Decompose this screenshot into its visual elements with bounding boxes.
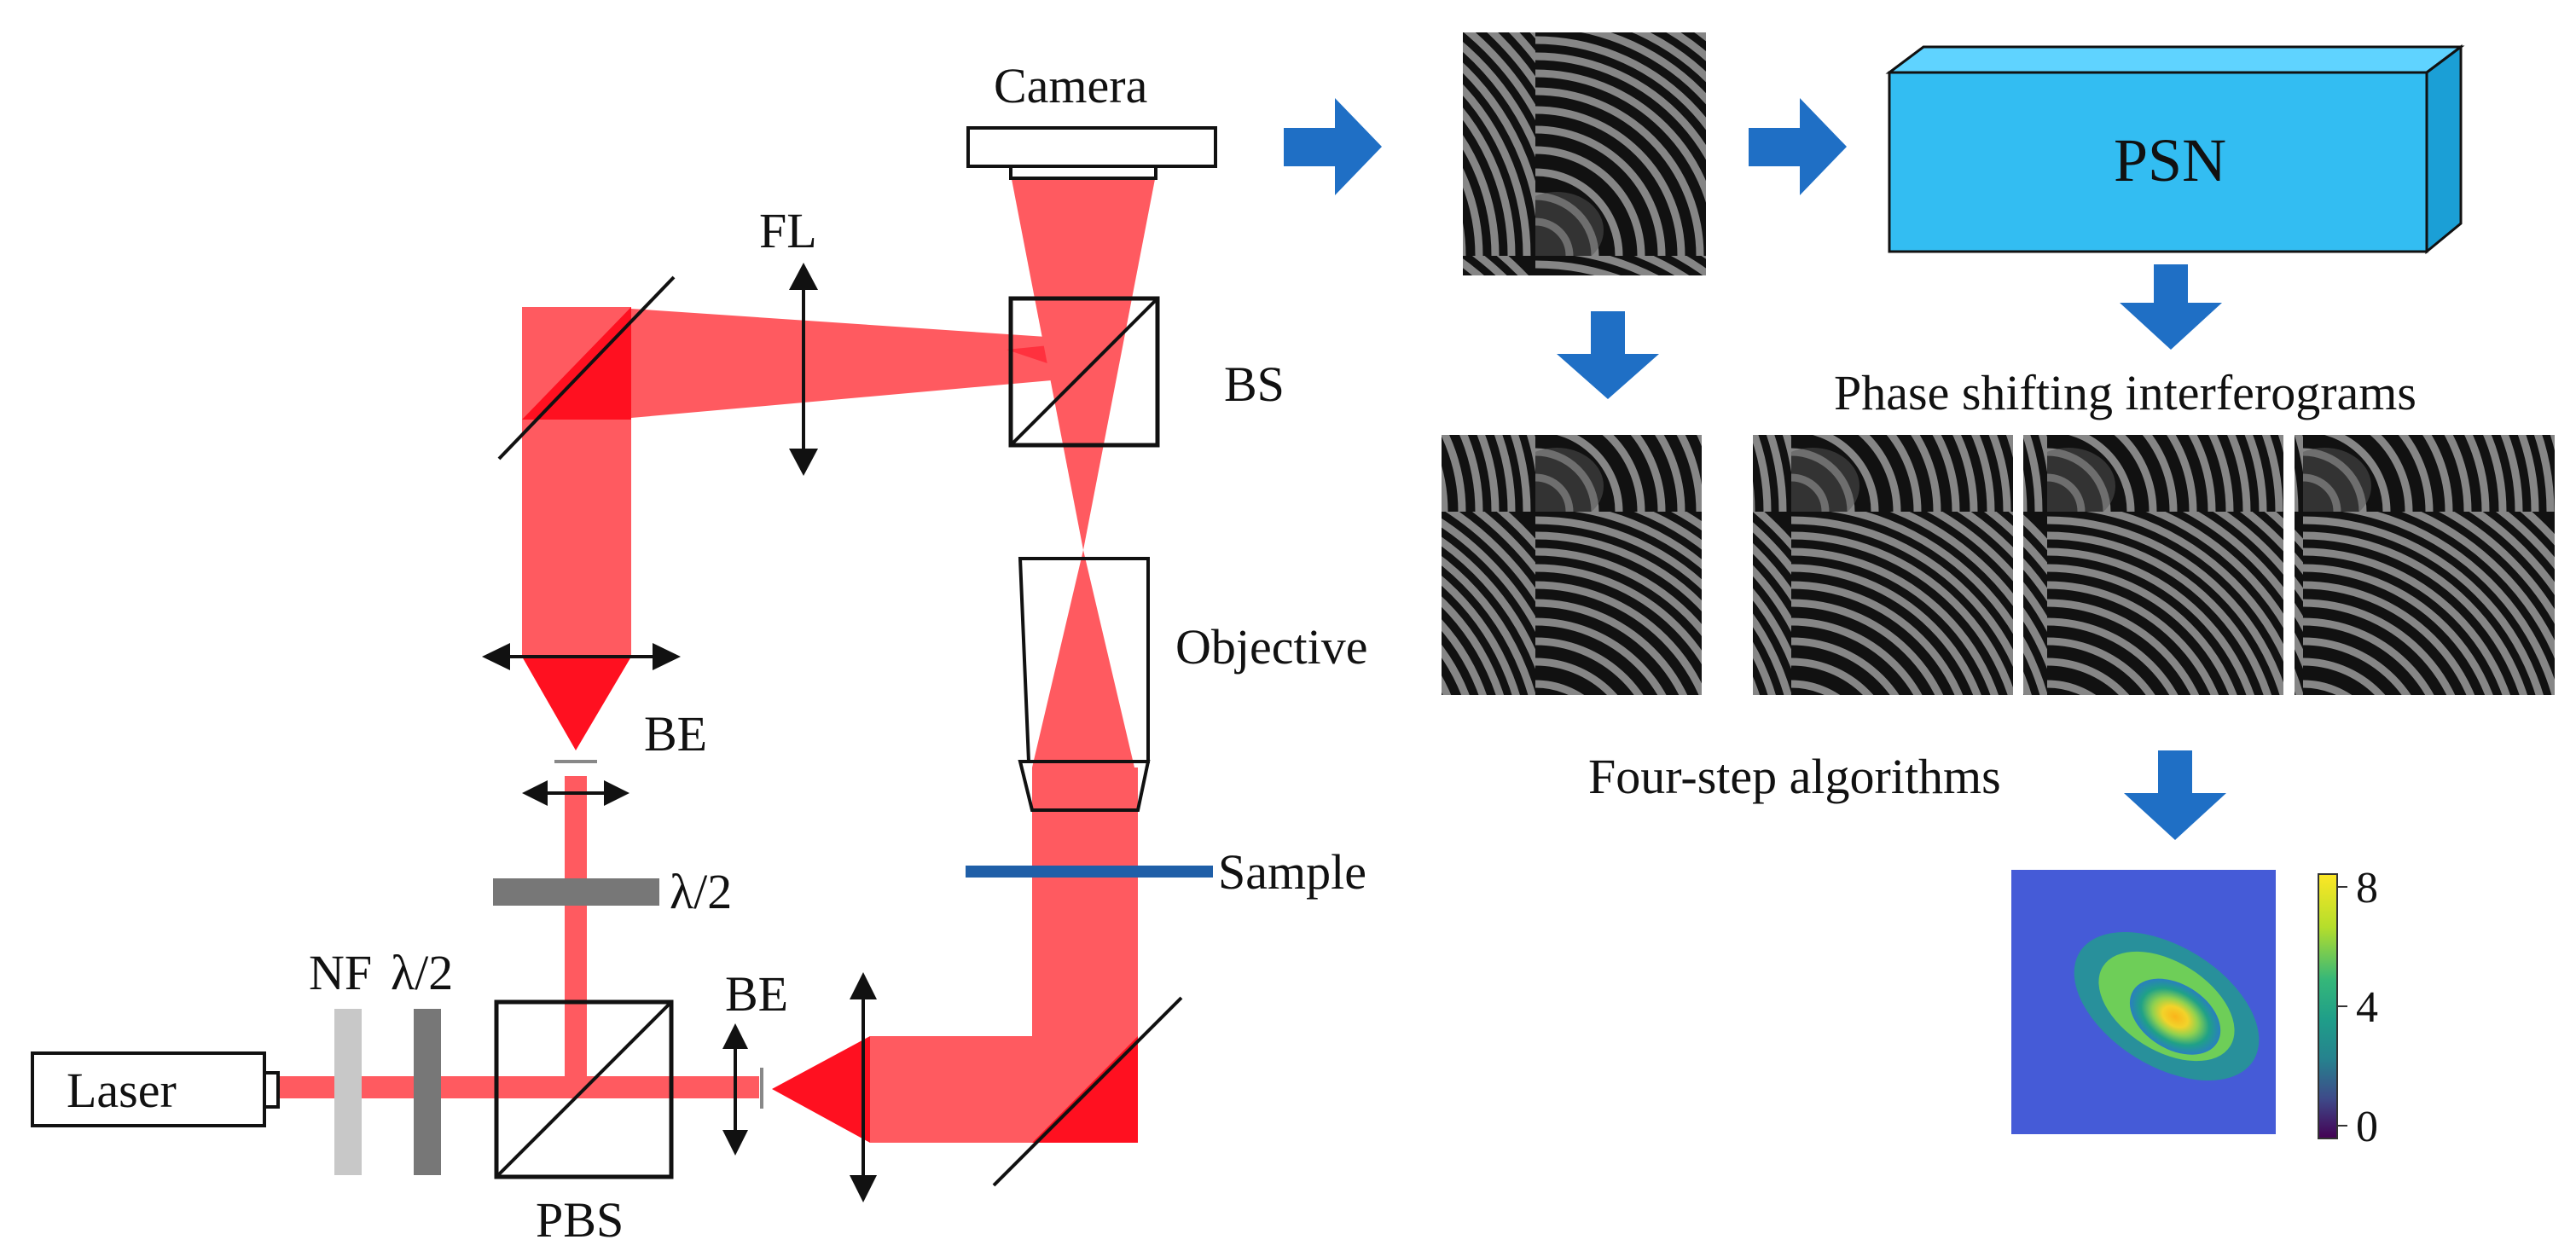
colorbar-tick-high: 8 bbox=[2356, 864, 2378, 912]
upper-be-arrow-2l bbox=[522, 780, 548, 806]
phase-shifting-caption: Phase shifting interferograms bbox=[1834, 365, 2416, 420]
phase-interferogram-1 bbox=[1753, 435, 2013, 695]
upper-half-wave-plate: λ/2 bbox=[493, 864, 732, 919]
psn-label: PSN bbox=[2114, 126, 2226, 194]
flow-arrow-fourstep-down bbox=[2124, 750, 2226, 840]
colorbar-tick-mid: 4 bbox=[2356, 983, 2378, 1032]
lower-half-wave-label: λ/2 bbox=[391, 945, 453, 1000]
objective-lens: Objective bbox=[1018, 557, 1367, 812]
down-arrow-icon bbox=[1557, 311, 1659, 399]
flow-arrow-camera-to-image bbox=[1284, 98, 1382, 195]
sample-label: Sample bbox=[1218, 844, 1366, 900]
lower-half-wave-plate-body bbox=[414, 1009, 441, 1175]
right-arrow-icon bbox=[1749, 98, 1847, 195]
upper-half-wave-plate-body bbox=[493, 878, 659, 906]
phase-map bbox=[2011, 870, 2276, 1134]
upper-be-arrow-1r bbox=[653, 643, 681, 670]
psn-front-face bbox=[1888, 71, 2428, 253]
polarizing-beam-splitter: PBS bbox=[494, 999, 674, 1248]
fl-arrow-top bbox=[789, 263, 818, 290]
bs-diagonal bbox=[1009, 297, 1159, 447]
beam-to-beamsplitter bbox=[631, 309, 1109, 418]
beam-lower-be-cone bbox=[772, 1036, 870, 1143]
laser-body bbox=[31, 1051, 266, 1127]
phase-map-peak bbox=[2129, 978, 2221, 1055]
camera-label: Camera bbox=[994, 58, 1147, 113]
lower-be-arrow-1b bbox=[722, 1130, 748, 1156]
right-arrow-icon bbox=[1284, 98, 1382, 195]
lower-mirror bbox=[992, 996, 1183, 1187]
four-step-caption: Four-step algorithms bbox=[1588, 749, 2001, 804]
beam-upper-be-cone bbox=[522, 657, 631, 750]
upper-be-arrow-1l bbox=[482, 643, 510, 670]
flow-arrow-image-down bbox=[1557, 311, 1659, 399]
phase-interferogram-3 bbox=[2295, 435, 2555, 695]
bs-label: BS bbox=[1224, 356, 1285, 412]
objective-label: Objective bbox=[1175, 619, 1367, 675]
lower-be-arrow-1t bbox=[722, 1023, 748, 1049]
objective-tip bbox=[1018, 760, 1151, 812]
lower-beam-expander: BE bbox=[722, 966, 877, 1202]
beam-splitter: BS bbox=[1008, 296, 1285, 448]
upper-be-label: BE bbox=[644, 706, 707, 762]
nf-label: NF bbox=[309, 945, 372, 1000]
sample: Sample bbox=[966, 844, 1366, 900]
camera: Camera bbox=[966, 58, 1217, 180]
psn-top-face bbox=[1885, 45, 2465, 74]
psn-side-face bbox=[2425, 44, 2463, 255]
upper-half-wave-label: λ/2 bbox=[670, 864, 732, 919]
colorbar: 8 4 0 bbox=[2318, 864, 2378, 1151]
beam-upper-mirror-corner bbox=[522, 307, 631, 420]
fl-arrow-bottom bbox=[789, 449, 818, 476]
upper-beam-expander: BE bbox=[482, 643, 707, 806]
laser-aperture bbox=[263, 1071, 280, 1109]
raw-interferogram bbox=[1463, 32, 1706, 275]
colorbar-tick-low: 0 bbox=[2356, 1103, 2378, 1151]
lower-be-arrow-2t bbox=[850, 972, 877, 999]
bs-cube bbox=[1008, 296, 1160, 448]
pbs-cube bbox=[494, 999, 674, 1179]
lower-be-label: BE bbox=[725, 966, 788, 1022]
lower-be-arrow-2b bbox=[850, 1175, 877, 1202]
colorbar-gradient bbox=[2318, 873, 2338, 1139]
reference-interferogram bbox=[1442, 435, 1702, 695]
beam-objective-cone bbox=[1032, 550, 1134, 768]
nf-body bbox=[334, 1009, 362, 1175]
down-arrow-icon bbox=[2124, 750, 2226, 840]
pbs-diagonal bbox=[495, 1000, 673, 1179]
fl-label: FL bbox=[759, 203, 817, 258]
phase-interferogram-2 bbox=[2023, 435, 2283, 695]
pbs-label: PBS bbox=[536, 1192, 624, 1248]
psn-network-block: PSN bbox=[1885, 44, 2465, 255]
laser-label: Laser bbox=[67, 1063, 177, 1118]
down-arrow-icon bbox=[2120, 264, 2222, 350]
camera-body bbox=[966, 126, 1217, 168]
beam-lower-mirror-corner bbox=[1032, 1036, 1138, 1143]
upper-be-arrow-2r bbox=[604, 780, 629, 806]
upper-mirror bbox=[497, 275, 676, 461]
camera-sensor bbox=[1009, 165, 1157, 180]
flow-arrow-psn-down bbox=[2120, 264, 2222, 350]
laser-source: Laser bbox=[31, 1051, 280, 1127]
flow-arrow-image-to-psn bbox=[1749, 98, 1847, 195]
beam-camera-cone bbox=[1011, 175, 1156, 550]
neutral-filter: NF bbox=[309, 945, 372, 1175]
lower-half-wave-plate: λ/2 bbox=[391, 945, 453, 1175]
beam-vertical-pbs bbox=[565, 776, 587, 1087]
focusing-lens: FL bbox=[759, 203, 818, 476]
